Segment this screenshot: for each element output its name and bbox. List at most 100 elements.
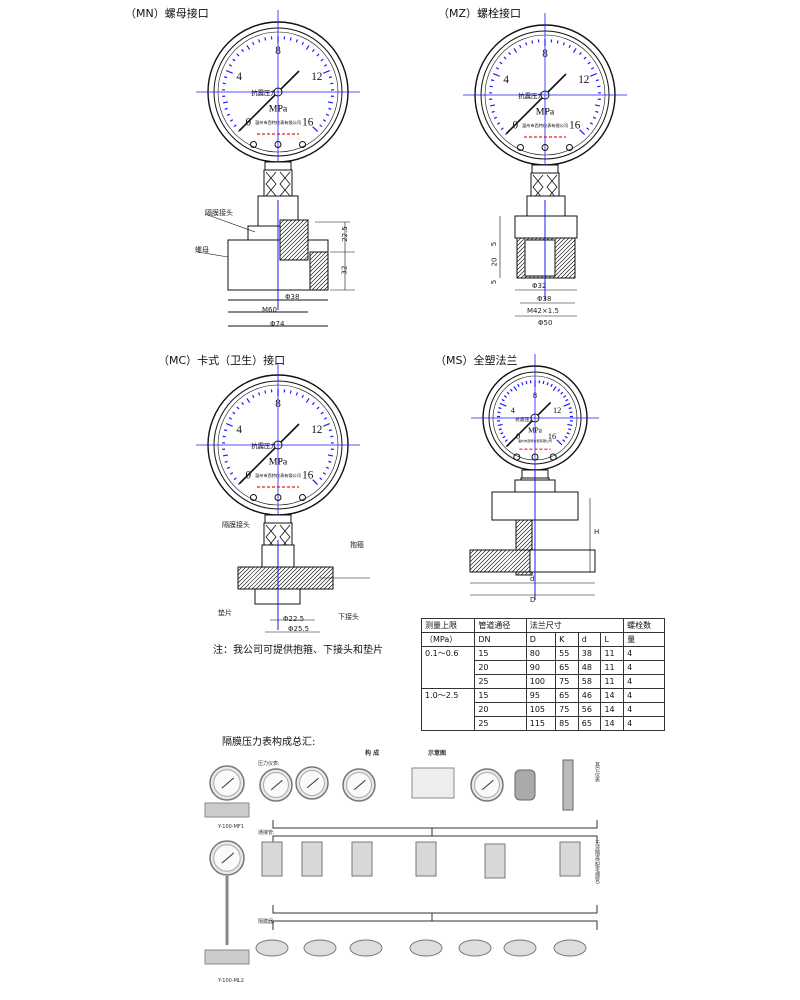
gauge-photo-4 — [470, 768, 504, 802]
cell-K: 85 — [555, 716, 579, 731]
scale-tick — [562, 439, 566, 442]
scale-tick — [503, 395, 508, 398]
th-bolts: 螺栓数 — [623, 618, 665, 633]
mc-label-clamp: 抱箍 — [350, 541, 364, 549]
hatch-line — [303, 566, 327, 590]
scale-tick — [513, 48, 518, 53]
mn-dim-h1: 22.5 — [340, 226, 349, 242]
cell-K: 55 — [555, 646, 579, 661]
scale-tick — [311, 49, 315, 53]
transmitter-photo-2 — [562, 759, 574, 811]
scale-tick — [316, 53, 320, 57]
hatch-line — [311, 567, 334, 590]
scale-tick — [497, 423, 503, 427]
scale-number: 0 — [246, 470, 252, 482]
screw-icon — [549, 453, 557, 461]
dial-label: 抗震压力 — [515, 416, 534, 423]
mn-section — [279, 219, 309, 261]
scale-tick — [226, 466, 231, 469]
diaphragm-seal-3 — [349, 939, 383, 957]
hatch-line — [309, 257, 329, 277]
mc-label-lower-joint: 下接头 — [338, 613, 359, 621]
scale-tick — [595, 79, 600, 82]
scale-tick — [264, 37, 267, 41]
left-model-1: Y-100-MF1 — [218, 824, 244, 830]
cell-K: 65 — [555, 660, 579, 675]
dial-label: 抗震压力 — [251, 88, 276, 97]
scale-tick — [531, 40, 534, 44]
scale-tick — [590, 67, 595, 70]
pressure-gauge: 0481216MPa抗震压力温州市西特仪表有限公司 — [471, 354, 599, 507]
sub-unit: （MPa） — [420, 632, 476, 647]
hatch-line — [552, 255, 576, 279]
cell-D: 80 — [525, 646, 557, 661]
hatch-line — [511, 553, 531, 573]
cell-K: 75 — [555, 674, 579, 689]
hatch-line — [299, 566, 323, 590]
scale-tick — [562, 42, 565, 46]
screw-icon — [541, 144, 549, 151]
connector-valve — [559, 841, 581, 877]
scale-tick — [519, 44, 522, 49]
scale-tick — [525, 380, 528, 385]
scale-tick — [567, 423, 573, 427]
cell-L: 11 — [600, 660, 625, 675]
scale-tick — [564, 435, 568, 439]
cell-dn: 20 — [474, 702, 527, 717]
screw-icon — [513, 453, 521, 461]
scale-tick — [506, 391, 510, 395]
hatch-line — [251, 566, 275, 590]
hatch-line — [315, 571, 334, 590]
cell-d: 56 — [577, 702, 602, 717]
th-range: 测量上限 — [420, 618, 476, 633]
mn-leaders — [197, 213, 256, 258]
scale-tick — [493, 73, 500, 77]
scale-tick — [320, 58, 324, 62]
hatch-line — [279, 231, 309, 261]
scale-tick — [590, 73, 597, 77]
scale-tick — [323, 64, 328, 67]
scale-tick — [592, 116, 597, 119]
sub-dn: DN — [474, 632, 527, 647]
scale-tick — [498, 428, 502, 431]
mz-dim-h1: 5 — [490, 241, 499, 247]
assembly-photo-2 — [209, 840, 245, 876]
cell-L: 14 — [600, 702, 625, 717]
hatch-line — [507, 549, 531, 573]
hatch-line — [515, 519, 529, 533]
screw-icon — [250, 494, 257, 501]
cell-n: 4 — [623, 674, 665, 689]
scale-tick — [229, 472, 234, 475]
hatch-line — [279, 219, 293, 233]
hatch-line — [239, 566, 263, 590]
hatch-line — [469, 549, 479, 559]
scale-tick — [319, 477, 323, 481]
hatch-line — [309, 265, 329, 285]
scale-tick — [325, 466, 330, 469]
scale-number: 4 — [503, 74, 509, 86]
summary-title: 隔膜压力表构成总汇: — [222, 737, 316, 748]
scale-number: 4 — [236, 71, 242, 83]
hatch-line — [515, 531, 533, 549]
hatch-line — [323, 285, 329, 291]
scale-tick — [322, 119, 327, 122]
scale-tick — [496, 122, 501, 125]
mn-dim-d1: Φ38 — [285, 293, 300, 301]
hatch-line — [515, 523, 533, 541]
scale-tick — [228, 64, 233, 67]
scale-tick — [226, 70, 233, 74]
flange-spec-table: 测量上限 管道通径 法兰尺寸 螺栓数 （MPa） DN D K d L 量 0.… — [420, 618, 665, 731]
hatch-line — [309, 251, 327, 269]
scale-tick — [312, 126, 319, 133]
gauge-neck — [531, 164, 559, 174]
scale-tick — [562, 395, 567, 398]
scale-tick — [258, 39, 261, 43]
scale-tick — [295, 392, 298, 396]
scale-number: 12 — [578, 74, 589, 86]
scale-tick — [325, 113, 330, 116]
scale-tick — [568, 44, 571, 49]
scale-tick — [568, 407, 572, 410]
scale-number: 0 — [513, 120, 519, 132]
